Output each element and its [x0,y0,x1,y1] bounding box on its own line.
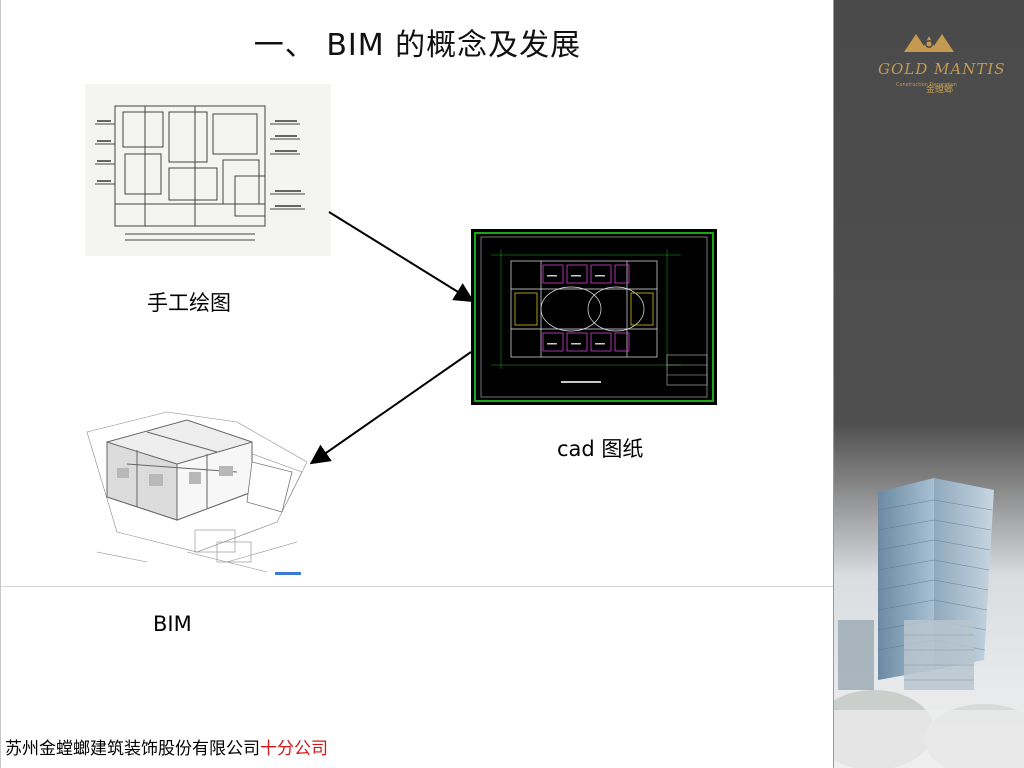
caption-cad: cad 图纸 [557,433,643,463]
footer-company-name: 苏州金螳螂建筑装饰股份有限公司 [5,739,260,759]
slide-title: 一、 BIM 的概念及发展 [1,20,834,64]
footer-accent: 十分公司 [260,739,328,759]
brand-name: GOLD MANTIS [878,60,1006,78]
caption-hand-drawing: 手工绘图 [147,287,231,317]
brand-subtitle-cn: 金螳螂 [926,82,953,95]
bim-model-image [77,402,317,580]
slide-canvas: 一、 BIM 的概念及发展 [0,0,834,768]
building-photo [834,470,1024,768]
cad-drawing-image [471,229,717,405]
brand-sidebar: GOLD MANTIS Construction Decoration 金螳螂 [834,0,1024,768]
caption-bim: BIM [153,612,192,636]
content-divider [1,586,834,587]
arrow-hand-to-cad [329,212,471,300]
arrow-cad-to-bim [313,352,471,462]
hand-drawing-image [85,84,331,256]
footer-company: 苏州金螳螂建筑装饰股份有限公司十分公司 [5,734,328,759]
